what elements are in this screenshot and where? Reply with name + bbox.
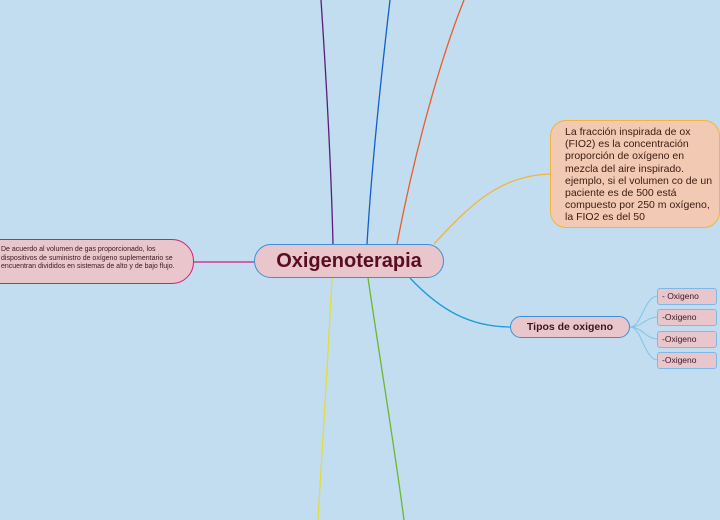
sub-line-1 [629,295,659,328]
tipos-de-oxigeno-label: Tipos de oxigeno [526,321,614,333]
fio2-note-node[interactable]: La fracción inspirada de ox (FIO2) es la… [550,120,720,228]
branch-line-tipos [409,277,512,328]
branch-line-purple [320,0,334,245]
subtopic-label: -Oxigeno [662,334,697,344]
central-topic-label: Oxigenoterapia [276,249,422,272]
oxigeno-subtopic-2[interactable]: -Oxigeno [657,309,717,326]
oxigeno-subtopic-1[interactable]: - Oxigeno [657,288,717,305]
branch-line-green [367,277,405,520]
left-note-node[interactable]: De acuerdo al volumen de gas proporciona… [0,239,194,284]
left-note-text: De acuerdo al volumen de gas proporciona… [1,246,175,270]
subtopic-label: -Oxigeno [662,312,697,322]
subtopic-label: -Oxigeno [662,355,697,365]
branch-line-orange [396,0,465,245]
central-topic[interactable]: Oxigenoterapia [254,244,444,278]
oxigeno-subtopic-4[interactable]: -Oxigeno [657,352,717,369]
tipos-de-oxigeno-node[interactable]: Tipos de oxigeno [510,316,630,338]
branch-line-blue [366,0,391,245]
sub-line-2 [629,316,659,328]
connector-lines [194,0,659,520]
branch-line-note [433,173,552,245]
fio2-note-text: La fracción inspirada de ox (FIO2) es la… [565,126,713,224]
sub-line-4 [629,326,659,361]
oxigeno-subtopic-3[interactable]: -Oxigeno [657,331,717,348]
subtopic-label: - Oxigeno [662,291,699,301]
branch-line-yellow [317,277,333,520]
